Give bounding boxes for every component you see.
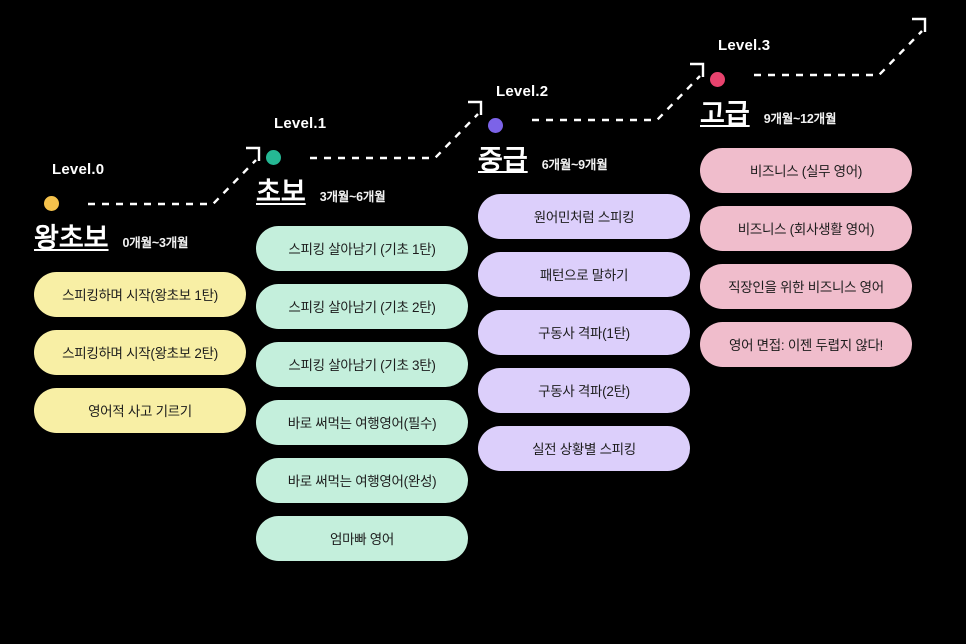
level-title-row-3: 고급 9개월~12개월	[700, 99, 837, 130]
level-duration-3: 9개월~12개월	[763, 112, 837, 126]
level-title-0: 왕초보	[34, 223, 109, 253]
course-list-0: 스피킹하며 시작(왕초보 1탄) 스피킹하며 시작(왕초보 2탄) 영어적 사고…	[34, 271, 246, 433]
level-column-1: Level.1 초보 3개월~6개월 스피킹 살아남기 (기초 1탄) 스피킹 …	[256, 116, 468, 561]
course-pill[interactable]: 패턴으로 말하기	[478, 251, 690, 297]
course-pill[interactable]: 스피킹 살아남기 (기초 2탄)	[256, 283, 468, 329]
course-pill[interactable]: 스피킹 살아남기 (기초 1탄)	[256, 225, 468, 271]
level-dot-icon-2	[488, 117, 503, 133]
level-duration-2: 6개월~9개월	[541, 158, 608, 172]
level-column-0: Level.0 왕초보 0개월~3개월 스피킹하며 시작(왕초보 1탄) 스피킹…	[34, 162, 246, 433]
level-title-1: 초보	[256, 177, 306, 207]
course-pill[interactable]: 비즈니스 (회사생활 영어)	[700, 205, 912, 251]
level-title-row-1: 초보 3개월~6개월	[256, 177, 386, 208]
course-pill[interactable]: 스피킹하며 시작(왕초보 2탄)	[34, 329, 246, 375]
level-dot-row-3	[700, 60, 725, 98]
level-title-row-2: 중급 6개월~9개월	[478, 145, 608, 176]
course-pill[interactable]: 실전 상황별 스피킹	[478, 425, 690, 471]
course-list-2: 원어민처럼 스피킹 패턴으로 말하기 구동사 격파(1탄) 구동사 격파(2탄)…	[478, 193, 690, 471]
course-pill[interactable]: 영어적 사고 기르기	[34, 387, 246, 433]
level-column-2: Level.2 중급 6개월~9개월 원어민처럼 스피킹 패턴으로 말하기 구동…	[478, 84, 690, 471]
level-label-0: Level.0	[52, 161, 105, 178]
course-pill[interactable]: 스피킹 살아남기 (기초 3탄)	[256, 341, 468, 387]
course-pill[interactable]: 직장인을 위한 비즈니스 영어	[700, 263, 912, 309]
level-title-3: 고급	[700, 99, 750, 129]
level-dot-icon-1	[266, 149, 281, 165]
level-column-3: Level.3 고급 9개월~12개월 비즈니스 (실무 영어) 비즈니스 (회…	[700, 38, 912, 367]
level-dot-row-1	[256, 138, 281, 176]
course-list-3: 비즈니스 (실무 영어) 비즈니스 (회사생활 영어) 직장인을 위한 비즈니스…	[700, 147, 912, 367]
level-dot-row-0	[34, 184, 59, 222]
level-duration-1: 3개월~6개월	[319, 190, 386, 204]
level-dot-row-2	[478, 106, 503, 144]
level-title-row-0: 왕초보 0개월~3개월	[34, 223, 189, 254]
course-pill[interactable]: 영어 면접: 이젠 두렵지 않다!	[700, 321, 912, 367]
level-label-2: Level.2	[496, 83, 549, 100]
course-pill[interactable]: 비즈니스 (실무 영어)	[700, 147, 912, 193]
level-title-2: 중급	[478, 145, 528, 175]
course-pill[interactable]: 엄마빠 영어	[256, 515, 468, 561]
course-list-1: 스피킹 살아남기 (기초 1탄) 스피킹 살아남기 (기초 2탄) 스피킹 살아…	[256, 225, 468, 561]
level-dot-icon-3	[710, 71, 725, 87]
course-pill[interactable]: 바로 써먹는 여행영어(완성)	[256, 457, 468, 503]
level-duration-0: 0개월~3개월	[122, 236, 189, 250]
level-dot-icon-0	[44, 195, 59, 211]
level-label-3: Level.3	[718, 37, 771, 54]
course-pill[interactable]: 스피킹하며 시작(왕초보 1탄)	[34, 271, 246, 317]
course-pill[interactable]: 원어민처럼 스피킹	[478, 193, 690, 239]
level-label-1: Level.1	[274, 115, 327, 132]
course-pill[interactable]: 구동사 격파(1탄)	[478, 309, 690, 355]
course-pill[interactable]: 구동사 격파(2탄)	[478, 367, 690, 413]
course-pill[interactable]: 바로 써먹는 여행영어(필수)	[256, 399, 468, 445]
